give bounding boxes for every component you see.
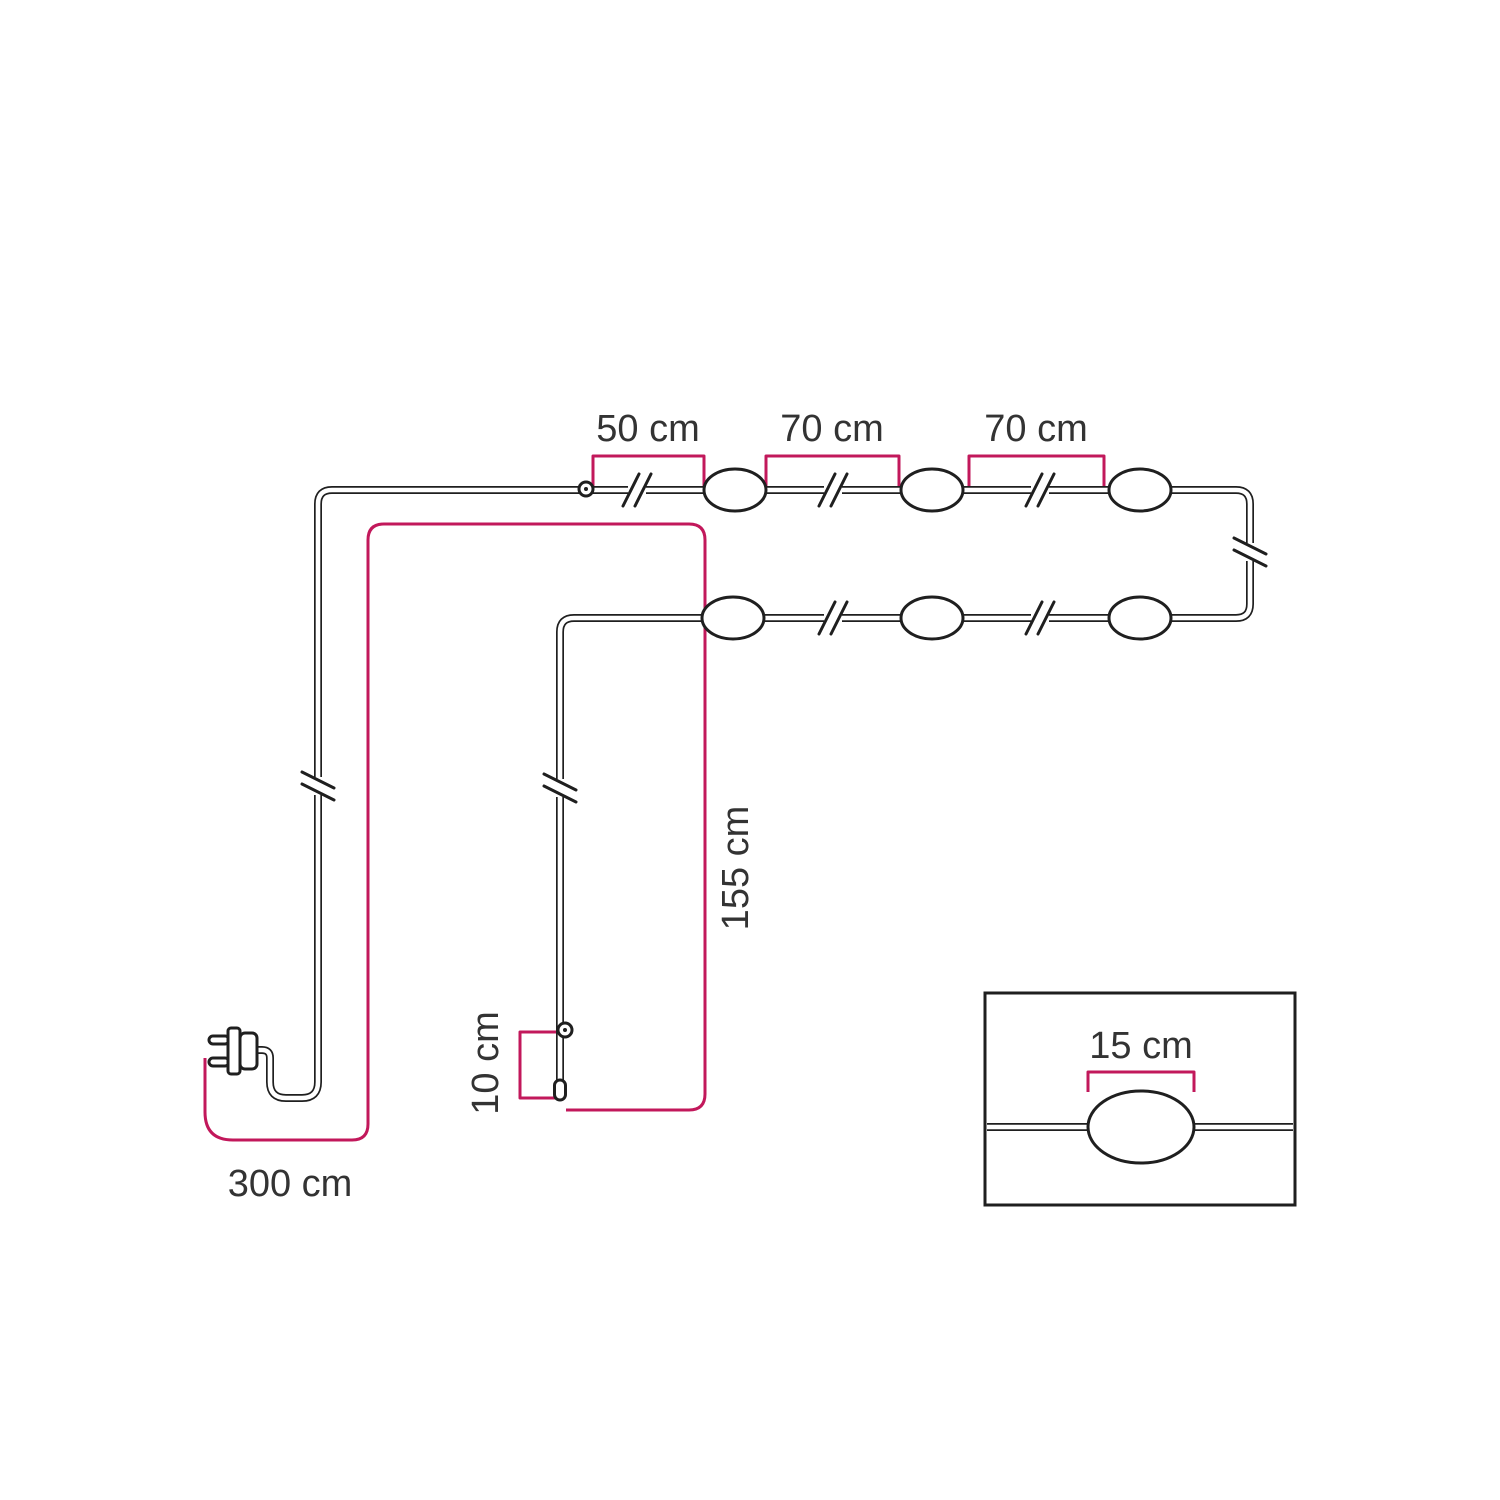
dim-label-segment-70cm-a: 70 cm [780,408,883,450]
dim-label-segment-50cm: 50 cm [596,408,699,450]
dimension-bracket-segment-70cm-b [967,454,1106,487]
power-plug-icon [207,1026,259,1076]
break-mark [817,472,849,508]
dimension-bracket-segment-50cm [591,454,706,487]
plug-body [238,1031,259,1071]
break-marks [300,472,1268,804]
dim-label-drop-155cm: 155 cm [715,806,757,931]
dim-label-end-10cm: 10 cm [465,1011,507,1114]
dim-label-segment-70cm-b: 70 cm [984,408,1087,450]
lamp-detail-inset: 15 cm [985,991,1295,1207]
lamp-bulbs [700,467,1173,641]
dimension-path-power-cable-and-drop [203,522,707,1142]
plug-face [226,1026,242,1076]
lamp-bulb [899,467,965,513]
plug-pin [207,1034,231,1046]
dim-label-lamp-15cm: 15 cm [1089,1025,1192,1067]
lamp-bulb [899,595,965,641]
break-mark [1232,536,1268,568]
dimension-bracket-segment-70cm-a [764,454,901,487]
lamp-bulb-detail [1086,1089,1196,1165]
cable-end-cap [553,1078,567,1102]
break-mark [1024,472,1056,508]
lamp-bulb [1107,467,1173,513]
break-mark [1024,600,1056,636]
break-mark [300,770,336,802]
plug-pin [207,1056,231,1068]
lamp-bulb [1107,595,1173,641]
cable-connector [577,480,595,498]
dimension-lines [203,454,1106,1142]
cable-connector [556,1021,574,1039]
break-mark [542,772,578,804]
break-mark [817,600,849,636]
lamp-bulb [702,467,768,513]
dimension-bracket-lamp-15cm [1086,1070,1196,1092]
dimension-bracket-end-10cm [518,1030,556,1100]
break-mark [621,472,653,508]
dim-label-power-cable-300cm: 300 cm [228,1163,353,1205]
lamp-bulb [700,595,766,641]
